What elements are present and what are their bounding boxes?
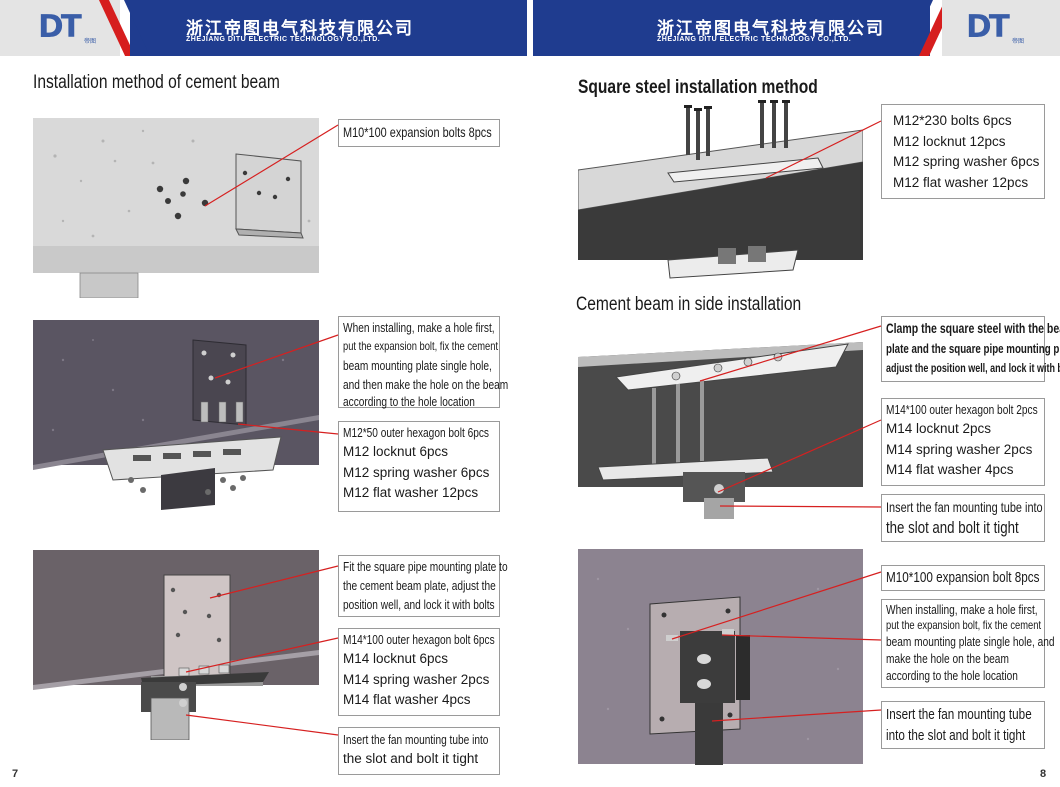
logo-sub-text: 帝图: [1012, 39, 1025, 45]
header-left-grey: [0, 0, 120, 56]
photo-square-steel: [578, 100, 863, 282]
right-page-title-square-steel: Square steel installation method: [578, 77, 818, 98]
left-page-title: Installation method of cement beam: [33, 72, 280, 93]
callout-line: Insert the fan mounting tube into: [343, 732, 489, 747]
callout-line: put the expansion bolt, fix the cement: [343, 339, 499, 353]
callout-line: M14*100 outer hexagon bolt 2pcs: [886, 402, 1038, 417]
callout-fit-plate-note: Fit the square pipe mounting plate to th…: [338, 555, 508, 617]
company-name-en-left: ZHEJIANG DITU ELECTRIC TECHNOLOGY CO.,LT…: [186, 36, 381, 43]
callout-line: position well, and lock it with bolts: [343, 597, 495, 612]
callout-m14-parts-right: M14*100 outer hexagon bolt 2pcs M14 lock…: [881, 398, 1045, 486]
callout-line: M14 locknut 6pcs: [343, 651, 449, 666]
callout-line: When installing, make a hole first,: [343, 320, 495, 335]
header-right-grey: [942, 0, 1060, 56]
callout-install-note-right: When installing, make a hole first, put …: [881, 599, 1055, 688]
callout-line: M12 spring washer 6pcs: [893, 154, 1040, 169]
callout-line: according to the hole location: [886, 668, 1018, 683]
header-left-edge: [124, 0, 152, 56]
callout-line: Fit the square pipe mounting plate to: [343, 559, 508, 574]
callout-line: M12 spring washer 6pcs: [343, 464, 490, 480]
callout-line: Insert the fan mounting tube: [886, 706, 1032, 723]
callout-line: M12 flat washer 12pcs: [893, 174, 1029, 190]
callout-line: M10*100 expansion bolt 8pcs: [886, 569, 1040, 586]
callout-line: and then make the hole on the beam: [343, 377, 509, 392]
callout-line: beam mounting plate single hole,: [343, 358, 492, 373]
company-name-en-right: ZHEJIANG DITU ELECTRIC TECHNOLOGY CO.,LT…: [657, 36, 852, 43]
photo-side-install: [578, 322, 863, 519]
callout-line: put the expansion bolt, fix the cement: [886, 618, 1042, 632]
header-spine: [527, 0, 533, 56]
callout-line: M14*100 outer hexagon bolt 6pcs: [343, 632, 495, 647]
company-logo-icon: DT: [966, 9, 1010, 45]
right-page-title-side-install: Cement beam in side installation: [576, 294, 802, 315]
callout-line: M12 flat washer 12pcs: [343, 485, 479, 500]
callout-m12-parts: M12*50 outer hexagon bolt 6pcs M12 lockn…: [338, 421, 500, 512]
page-number-left: 7: [12, 768, 19, 780]
photo-mounting-plate-bolts: [33, 320, 319, 526]
callout-line: M14 flat washer 4pcs: [343, 692, 471, 707]
callout-m12-long-bolts: M12*230 bolts 6pcs M12 locknut 12pcs M12…: [881, 104, 1045, 199]
callout-line: adjust the position well, and lock it wi…: [886, 363, 1060, 375]
callout-line: M14 spring washer 2pcs: [886, 441, 1033, 457]
company-logo-icon: DT: [38, 9, 82, 45]
callout-line: Insert the fan mounting tube into: [886, 499, 1043, 515]
callout-line: Clamp the square steel with the beam: [886, 321, 1060, 336]
callout-expansion-bolt-right: M10*100 expansion bolt 8pcs: [881, 565, 1045, 591]
callout-line: When installing, make a hole first,: [886, 602, 1038, 617]
photo-cement-beam-holes: [33, 101, 319, 298]
callout-line: M14 spring washer 2pcs: [343, 671, 490, 687]
callout-m14-parts-left: M14*100 outer hexagon bolt 6pcs M14 lock…: [338, 628, 500, 716]
callout-line: the slot and bolt it tight: [886, 518, 1019, 537]
callout-line: M14 flat washer 4pcs: [886, 462, 1014, 477]
callout-insert-tube-right-upper: Insert the fan mounting tube into the sl…: [881, 494, 1045, 542]
callout-line: into the slot and bolt it tight: [886, 727, 1026, 744]
callout-expansion-bolts: M10*100 expansion bolts 8pcs: [338, 119, 500, 147]
callout-insert-tube-left: Insert the fan mounting tube into the sl…: [338, 727, 500, 775]
callout-line: the slot and bolt it tight: [343, 751, 479, 766]
callout-line: M12*50 outer hexagon bolt 6pcs: [343, 425, 490, 440]
callout-line: make the hole on the beam: [886, 651, 1009, 666]
callout-line: the cement beam plate, adjust the: [343, 578, 496, 593]
callout-clamp-note: Clamp the square steel with the beam pla…: [881, 316, 1060, 382]
callout-line: beam mounting plate single hole, and: [886, 634, 1055, 649]
page-number-right: 8: [1040, 768, 1047, 780]
callout-line: plate and the square pipe mounting plate…: [886, 342, 1060, 356]
photo-side-clamp: [578, 549, 863, 781]
callout-line: M12 locknut 6pcs: [343, 444, 449, 459]
callout-line: M14 locknut 2pcs: [886, 421, 992, 436]
callout-insert-tube-right-lower: Insert the fan mounting tube into the sl…: [881, 701, 1045, 749]
company-name-cn-left: 浙江帝图电气科技有限公司: [186, 19, 414, 39]
company-name-cn-right: 浙江帝图电气科技有限公司: [657, 19, 885, 39]
photo-square-pipe-plate: [33, 550, 319, 740]
callout-line: according to the hole location: [343, 394, 475, 409]
header-right-edge: [905, 0, 933, 56]
callout-line: M10*100 expansion bolts 8pcs: [343, 124, 492, 140]
callout-line: M12*230 bolts 6pcs: [893, 113, 1012, 128]
logo-sub-text: 帝图: [84, 39, 97, 45]
callout-install-note-left: When installing, make a hole first, put …: [338, 316, 509, 409]
callout-line: M12 locknut 12pcs: [893, 133, 1006, 149]
